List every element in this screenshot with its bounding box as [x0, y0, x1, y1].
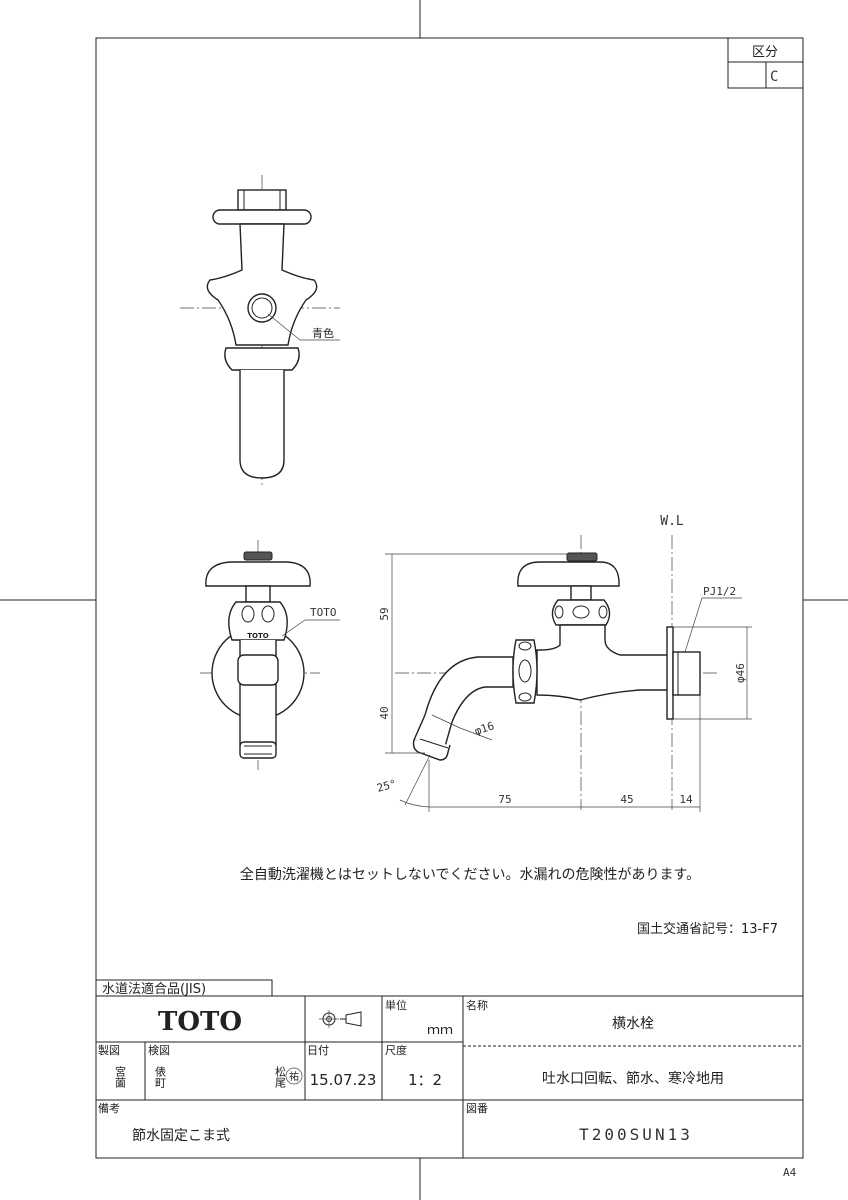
classification-header: 区分 [752, 45, 778, 60]
dim-height-upper: 59 [378, 607, 391, 620]
dim-75: 75 [498, 793, 511, 806]
approved-by: 松尾 [274, 1065, 287, 1088]
paper-size: A4 [783, 1166, 797, 1179]
third-angle-projection-icon [319, 1010, 362, 1028]
drawn-by: 宮薗 [114, 1065, 127, 1089]
scale-label: 尺度 [385, 1043, 407, 1057]
remarks-label: 備考 [98, 1102, 120, 1115]
brand-mark: TOTO [247, 632, 269, 640]
name-label: 名称 [466, 998, 488, 1012]
top-view: 青色 [180, 175, 340, 485]
classification-box: 区分 C [727, 37, 804, 89]
scale-value: 1：2 [408, 1071, 442, 1089]
drawing-number-label: 図番 [466, 1102, 488, 1115]
dim-45: 45 [620, 793, 633, 806]
registration-note: 国土交通省記号：13-F7 [637, 921, 778, 937]
remarks-value: 節水固定こま式 [132, 1127, 230, 1144]
dim-angle: 25° [375, 777, 398, 795]
classification-value: C [770, 69, 778, 85]
date-label: 日付 [307, 1044, 329, 1057]
title-block: 水道法適合品(JIS) TOTO 単位 ｍｍ 名称 横水栓 吐水口回転、節水、寒… [95, 979, 804, 1159]
thread-label: PJ1/2 [703, 585, 736, 598]
front-view: TOTO TOTO [200, 540, 340, 770]
unit-value: ｍｍ [427, 1023, 453, 1038]
dim-height-lower: 40 [378, 706, 391, 719]
checked-label: 検図 [148, 1043, 170, 1057]
approval-stamp [285, 1067, 303, 1085]
dim-14: 14 [679, 793, 693, 806]
checked-by: 俵町 [154, 1066, 167, 1088]
date-value: 15.07.23 [310, 1071, 377, 1089]
product-name: 横水栓 [612, 1016, 654, 1032]
dia-flange: φ46 [734, 663, 747, 683]
water-line-label: W.L [660, 514, 684, 529]
drawing-number: T200SUN13 [579, 1125, 693, 1144]
color-note: 青色 [312, 326, 334, 340]
drawn-label: 製図 [98, 1043, 120, 1057]
jis-label: 水道法適合品(JIS) [102, 981, 206, 997]
warning-note: 全自動洗濯機とはセットしないでください。水漏れの危険性があります。 [240, 866, 700, 883]
side-view: W.L 59 40 75 45 14 25° [375, 514, 752, 812]
dia-spout: φ16 [473, 719, 496, 738]
toto-logo: TOTO [158, 1007, 242, 1037]
approval-stamp-text: 祐 [289, 1070, 299, 1083]
product-features: 吐水口回転、節水、寒冷地用 [542, 1070, 724, 1087]
brand-label: TOTO [310, 606, 337, 619]
unit-label: 単位 [385, 998, 407, 1012]
